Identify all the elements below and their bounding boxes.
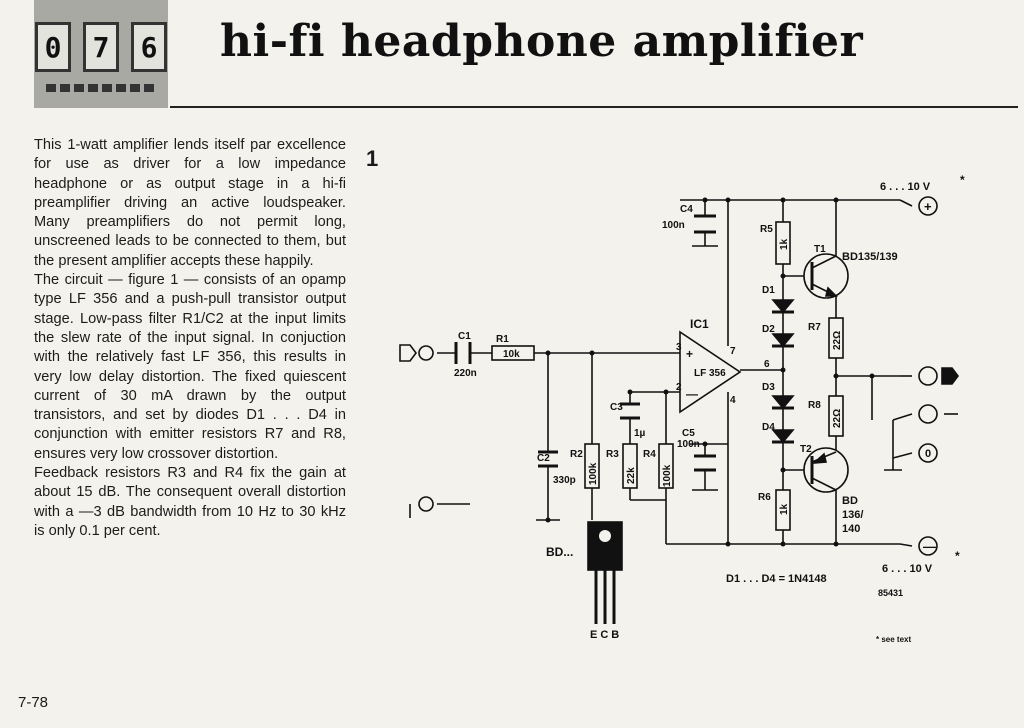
label-pin4: 4 xyxy=(730,395,736,406)
paragraph-circuit: The circuit — figure 1 — consists of an … xyxy=(34,272,346,462)
label-ic1: IC1 xyxy=(690,317,709,331)
logo-digit: 7 xyxy=(83,22,119,72)
label-r2: R2 xyxy=(570,449,583,460)
junction-dots xyxy=(545,197,875,547)
label-r5-value: 1k xyxy=(779,238,790,250)
label-code: 85431 xyxy=(878,588,903,598)
label-c5: C5 xyxy=(682,428,695,439)
label-c1-value: 220n xyxy=(454,368,477,379)
logo-bar xyxy=(46,84,156,92)
label-pin7: 7 xyxy=(730,346,736,357)
label-r1-value: 10k xyxy=(503,349,520,360)
label-pinout: ECB xyxy=(590,629,622,641)
label-r2-value: 100k xyxy=(588,462,599,485)
label-r7-value: 22Ω xyxy=(832,331,843,350)
transistor-t2 xyxy=(803,447,849,493)
terminals xyxy=(399,196,959,556)
terminal-minus-label: — xyxy=(923,539,936,554)
article-body: This 1-watt amplifier lends itself par e… xyxy=(34,136,346,541)
label-r6-value: 1k xyxy=(779,503,790,515)
label-d3: D3 xyxy=(762,382,775,393)
label-t2-type-line3: 140 xyxy=(842,523,860,535)
label-see-text: * see text xyxy=(876,635,911,644)
label-c2: C2 xyxy=(537,453,550,464)
label-d4: D4 xyxy=(762,422,775,433)
label-c1: C1 xyxy=(458,331,471,342)
transistor-t1 xyxy=(803,253,849,299)
label-c4-value: 100n xyxy=(662,220,685,231)
label-r3: R3 xyxy=(606,449,619,460)
series-logo: 0 7 6 xyxy=(34,0,168,108)
paragraph-feedback: Feedback resistors R3 and R4 fix the gai… xyxy=(34,465,346,539)
label-minus-input: — xyxy=(686,387,698,401)
label-r4: R4 xyxy=(643,449,656,460)
logo-digits: 0 7 6 xyxy=(35,22,167,72)
label-asterisk-top: * xyxy=(960,173,965,187)
article-title: hi-fi headphone amplifier xyxy=(220,16,864,67)
label-ic1-type: LF 356 xyxy=(694,368,726,379)
label-c3: C3 xyxy=(610,402,623,413)
label-d1: D1 xyxy=(762,285,775,296)
label-c3-value: 1µ xyxy=(634,428,646,439)
label-t2: T2 xyxy=(800,444,812,455)
label-c5-value: 100n xyxy=(677,439,700,450)
label-pin2: 2 xyxy=(676,382,682,393)
label-package: BD... xyxy=(546,545,573,559)
label-d2: D2 xyxy=(762,324,775,335)
terminal-plus-label: + xyxy=(924,199,932,214)
label-r4-value: 100k xyxy=(662,464,673,487)
label-r1: R1 xyxy=(496,334,509,345)
label-r8: R8 xyxy=(808,400,821,411)
logo-digit: 0 xyxy=(35,22,71,72)
label-asterisk-bottom: * xyxy=(955,549,960,563)
diodes xyxy=(771,299,795,444)
transistor-package xyxy=(587,521,623,624)
label-r3-value: 22k xyxy=(626,467,637,484)
logo-digit: 6 xyxy=(131,22,167,72)
resistors xyxy=(491,221,844,531)
label-pin6: 6 xyxy=(764,359,770,370)
label-c4: C4 xyxy=(680,204,693,215)
capacitors xyxy=(454,214,716,472)
label-r8-value: 22Ω xyxy=(832,409,843,428)
label-t2-type-line1: BD xyxy=(842,495,858,507)
label-t2-type-line2: 136/ xyxy=(842,509,863,521)
label-supply-negative: 6 . . . 10 V xyxy=(882,563,933,575)
terminal-zero-label: 0 xyxy=(925,448,931,460)
label-r5: R5 xyxy=(760,224,773,235)
label-t1-type: BD135/139 xyxy=(842,251,898,263)
figure-number: 1 xyxy=(366,146,379,171)
opamp-symbol xyxy=(679,330,742,414)
label-supply-positive: 6 . . . 10 V xyxy=(880,181,931,193)
label-t1: T1 xyxy=(814,244,826,255)
label-r7: R7 xyxy=(808,322,821,333)
label-plus-input: + xyxy=(686,347,693,361)
label-r6: R6 xyxy=(758,492,771,503)
title-rule xyxy=(170,106,1018,108)
schematic-wires xyxy=(437,199,902,545)
label-pin3: 3 xyxy=(676,342,682,353)
label-diode-note: D1 . . . D4 = 1N4148 xyxy=(726,573,827,585)
page-number: 7-78 xyxy=(18,694,49,711)
paragraph-intro: This 1-watt amplifier lends itself par e… xyxy=(34,137,346,269)
label-c2-value: 330p xyxy=(553,475,576,486)
